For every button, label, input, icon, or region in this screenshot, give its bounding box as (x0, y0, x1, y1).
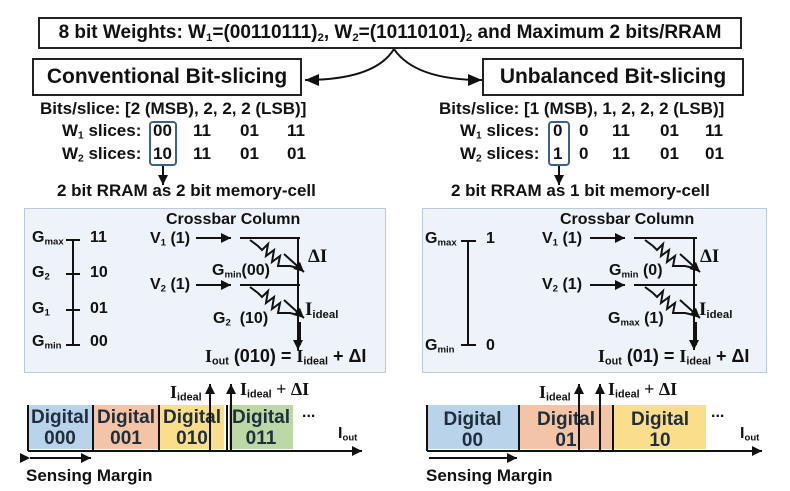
weights-header-box: 8 bit Weights: W1=(00110111)2, W2=(10110… (38, 17, 742, 49)
left-marker-ideal-label: Iideal (170, 382, 202, 404)
unbalanced-title-box: Unbalanced Bit-slicing (482, 58, 744, 96)
right-rram-caption: 2 bit RRAM as 1 bit memory-cell (451, 181, 710, 200)
left-sensing-margin-label: Sensing Margin (26, 466, 153, 485)
left-crossbar-title: Crossbar Column (166, 211, 301, 228)
left-ladder-code: 00 (90, 333, 108, 350)
branch-arrow-left (304, 48, 395, 86)
left-w2-label: W2 slices: (62, 144, 142, 165)
right-w2-slice: 01 (705, 144, 724, 163)
left-w1-slice: 00 (153, 121, 172, 140)
right-w1-slice: 11 (705, 121, 723, 140)
left-crossbar-panel (24, 208, 386, 373)
left-ladder-code: 10 (90, 264, 108, 281)
left-w1-slice: 11 (287, 121, 305, 140)
left-v2-label: V2 (1) (150, 276, 191, 295)
right-v2-label: V2 (1) (542, 276, 583, 295)
right-resistor-2 (644, 286, 695, 316)
left-axis-label: Iout (338, 425, 358, 444)
right-delta-i-label: ΔI (700, 246, 720, 267)
right-ladder-label: Gmax (425, 230, 457, 249)
left-w2-slice: 10 (153, 144, 172, 163)
left-cell1-label: Gmin(00) (212, 262, 270, 281)
left-ladder-label: Gmax (32, 229, 64, 248)
left-ladder-label: G2 (32, 264, 50, 283)
left-rram-caption: 2 bit RRAM as 2 bit memory-cell (57, 181, 316, 200)
left-bits-per-slice: Bits/slice: [2 (MSB), 2, 2, 2 (LSB)] (40, 99, 307, 118)
left-resistor-2 (249, 286, 299, 316)
right-crossbar-panel (422, 208, 767, 373)
left-w1-slice: 11 (193, 121, 211, 140)
left-resistor-1 (249, 239, 299, 269)
right-i-ideal-label: Iideal (699, 299, 733, 321)
right-w2-slice: 1 (553, 144, 563, 163)
left-w2-slice: 01 (287, 144, 306, 163)
left-w1-slice: 01 (240, 121, 259, 140)
right-cell1-label: Gmin (0) (609, 262, 663, 281)
weights-header-text: 8 bit Weights: W1=(00110111)2, W2=(10110… (58, 22, 722, 44)
right-conductance-ladder (461, 240, 476, 346)
right-msb-highlight-box (548, 121, 570, 166)
right-crossbar (590, 233, 701, 350)
right-w1-slice: 0 (553, 121, 563, 140)
right-w1-slice: 0 (579, 121, 589, 140)
right-w2-slice: 01 (660, 144, 679, 163)
right-ladder-code: 0 (486, 337, 495, 354)
right-ladder-label: Gmin (425, 337, 455, 356)
left-ladder-code: 11 (90, 229, 107, 246)
conventional-title-box: Conventional Bit-slicing (32, 58, 302, 96)
left-iout-equation: Iout (010) = Iideal + ΔI (205, 346, 367, 368)
left-w2-slice: 01 (240, 144, 259, 163)
conventional-title: Conventional Bit-slicing (46, 65, 288, 88)
left-msb-highlight-box (149, 121, 177, 166)
left-ladder-label: G1 (32, 300, 50, 319)
right-w1-slice: 11 (612, 121, 630, 140)
right-w2-slice: 0 (579, 144, 589, 163)
right-cell2-label: Gmax (1) (608, 310, 664, 329)
right-w2-label: W2 slices: (460, 144, 540, 165)
left-i-ideal-label: Iideal (305, 299, 339, 321)
left-ellipsis: ... (302, 404, 316, 421)
right-marker-ideal-plus-label: Iideal + ΔI (608, 379, 678, 401)
left-v1-label: V1 (1) (150, 230, 191, 249)
right-ellipsis: ... (711, 404, 725, 421)
left-w2-slice: 11 (193, 144, 211, 163)
left-crossbar (196, 233, 305, 350)
right-ladder-code: 1 (486, 230, 495, 247)
left-cell2-label: G2 (10) (213, 310, 269, 329)
right-sensing-margin-label: Sensing Margin (426, 466, 553, 485)
left-w1-label: W1 slices: (62, 121, 142, 142)
right-bits-per-slice: Bits/slice: [1 (MSB), 1, 2, 2, 2 (LSB)] (439, 99, 725, 118)
right-resistor-1 (644, 239, 695, 269)
right-iout-equation: Iout (01) = Iideal + ΔI (598, 346, 750, 368)
left-conductance-ladder (66, 239, 80, 346)
left-ladder-label: Gmin (32, 333, 62, 352)
branch-arrow-right (393, 48, 483, 86)
right-crossbar-title: Crossbar Column (560, 211, 695, 228)
left-delta-i-label: ΔI (308, 246, 328, 267)
left-marker-ideal-plus-label: Iideal + ΔI (240, 379, 310, 401)
right-marker-ideal-label: Iideal (539, 382, 571, 404)
right-w2-slice: 11 (612, 144, 630, 163)
right-w1-slice: 01 (660, 121, 679, 140)
left-ladder-code: 01 (90, 300, 108, 317)
right-v1-label: V1 (1) (542, 230, 583, 249)
right-w1-label: W1 slices: (460, 121, 540, 142)
unbalanced-title: Unbalanced Bit-slicing (499, 65, 727, 88)
right-axis-label: Iout (740, 425, 760, 444)
